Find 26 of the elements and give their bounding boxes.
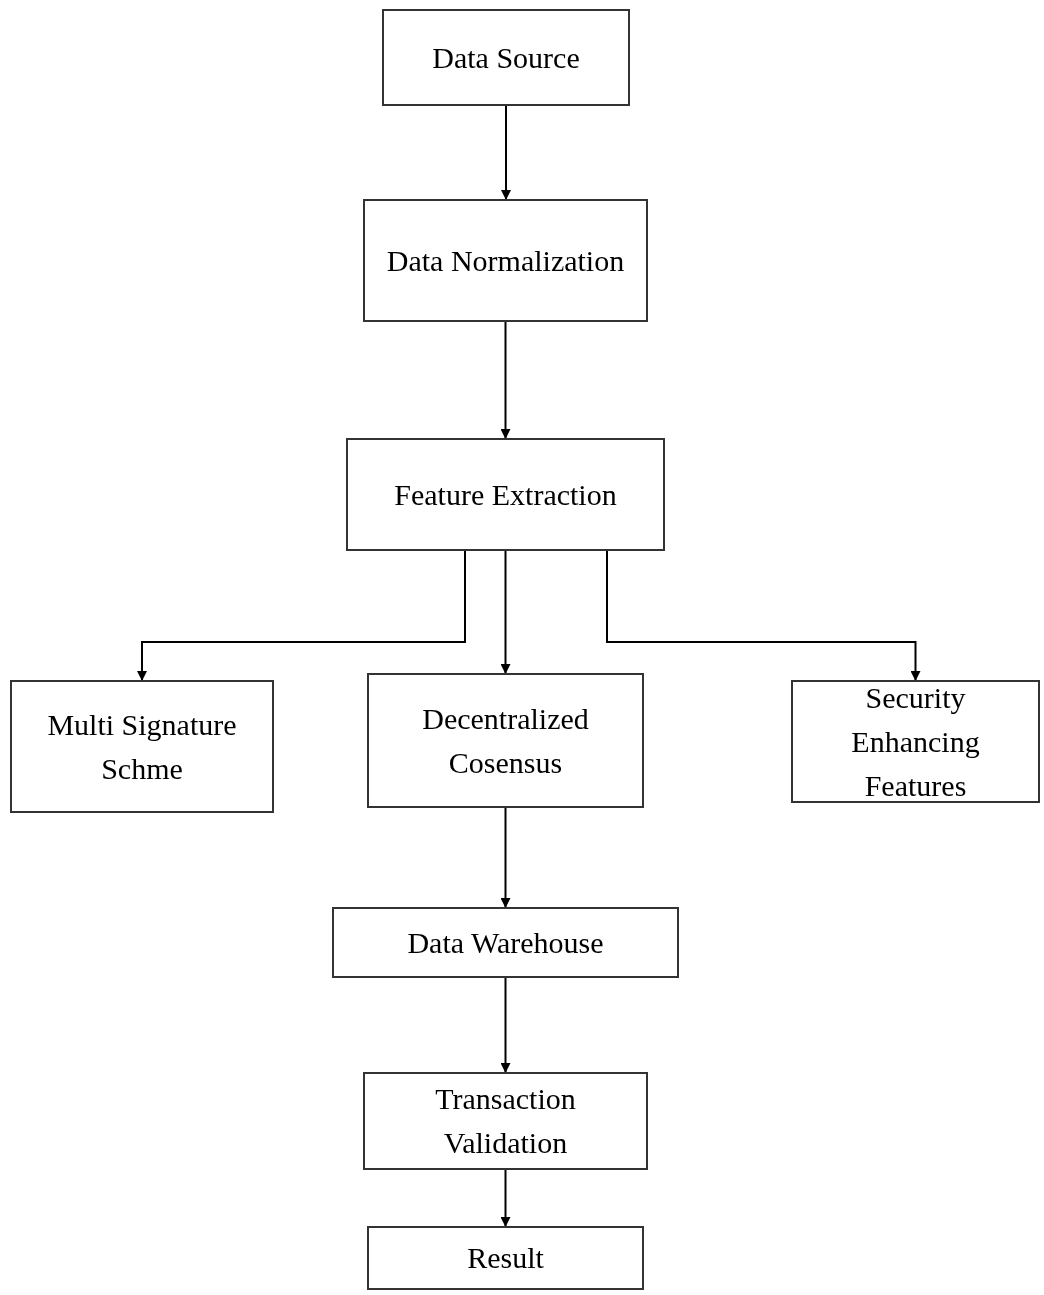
process-box	[363, 199, 648, 322]
process-box	[363, 1072, 648, 1170]
arrow	[137, 550, 466, 681]
box-label: Data Normalization	[386, 242, 625, 279]
process-box	[382, 9, 630, 106]
box-label: Result	[467, 1240, 544, 1276]
box-label: Feature Extraction	[394, 476, 617, 513]
arrow	[500, 321, 511, 439]
box-label: Transaction Validation	[434, 1081, 577, 1161]
process-box	[367, 673, 644, 808]
box-label: Security Enhancing Features	[850, 679, 981, 804]
box-label: Data Warehouse	[407, 924, 604, 961]
process-box	[367, 1226, 644, 1290]
arrow	[500, 1169, 511, 1227]
process-box	[346, 438, 665, 551]
arrow	[501, 105, 511, 200]
box-label: Data Source	[432, 39, 580, 76]
arrow	[606, 550, 921, 681]
arrow	[500, 550, 511, 674]
box-label: Multi Signature Schme	[46, 706, 238, 787]
box-label: Decentralized Cosensus	[421, 700, 590, 781]
process-box	[332, 907, 679, 978]
process-box	[10, 680, 274, 813]
process-box	[791, 680, 1040, 803]
arrow	[500, 977, 511, 1073]
arrow	[500, 807, 511, 908]
